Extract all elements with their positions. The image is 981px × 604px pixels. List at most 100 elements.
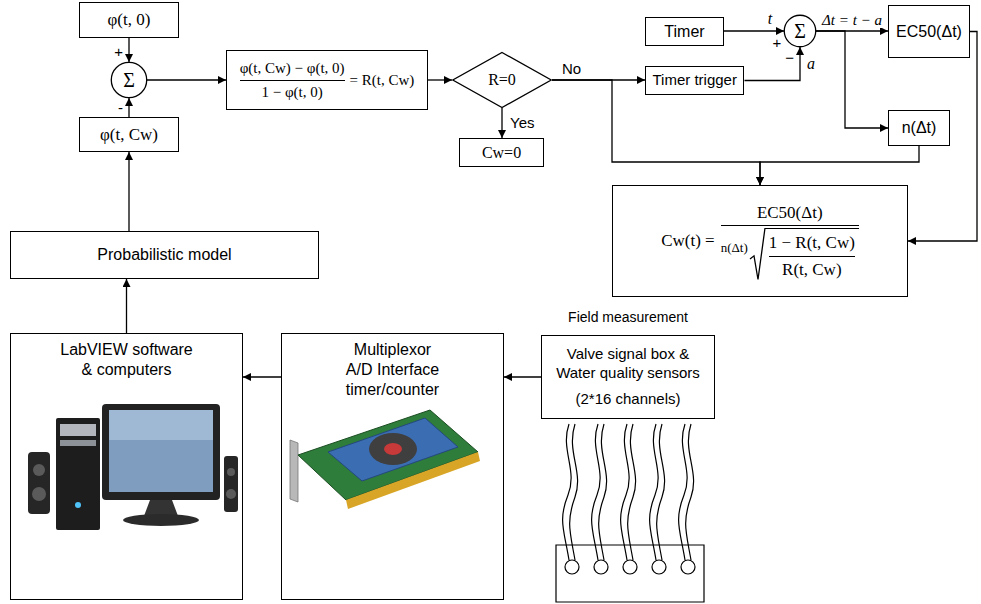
node-text: Timer bbox=[664, 22, 704, 42]
connector-arrow bbox=[128, 98, 129, 117]
monitor-base bbox=[123, 514, 199, 526]
diamond-shape bbox=[453, 52, 551, 107]
trigger-box: Timer trigger bbox=[645, 66, 744, 95]
heat-sink bbox=[328, 418, 458, 481]
connector-arrow bbox=[128, 38, 129, 62]
signal-box: φ(t, Cw) bbox=[79, 117, 179, 152]
computer-tower bbox=[56, 418, 100, 530]
node-text: EC50(Δt) bbox=[896, 22, 962, 42]
fraction-bar bbox=[721, 225, 859, 226]
sensor-probe bbox=[621, 424, 637, 574]
probe-wire bbox=[592, 424, 601, 560]
node-text: (2*16 channels) bbox=[575, 390, 680, 409]
annotation-label: − bbox=[783, 50, 796, 67]
signal-box: φ(t, 0) bbox=[79, 2, 179, 38]
computer-illustration bbox=[28, 404, 238, 530]
drive-bay bbox=[60, 424, 96, 436]
formula-box: Cw(t) =EC50(Δt)n(Δt)1 − R(t, Cw)R(t, Cw) bbox=[612, 185, 908, 297]
circle-shape bbox=[111, 62, 146, 97]
probe-wire bbox=[686, 424, 694, 560]
monitor-bezel bbox=[102, 404, 220, 500]
radical-sign bbox=[750, 228, 765, 280]
node-text: Probabilistic model bbox=[97, 245, 231, 265]
result-box: Cw=0 bbox=[459, 138, 544, 167]
probe-wire bbox=[621, 424, 630, 560]
annotation-label: + bbox=[112, 44, 125, 61]
sensor-probe bbox=[592, 424, 608, 574]
probe-wire bbox=[563, 424, 572, 560]
probe-wire bbox=[679, 424, 688, 560]
sensor-illustration bbox=[556, 424, 704, 602]
sensor-probe bbox=[563, 424, 579, 574]
probe-tip bbox=[565, 560, 579, 574]
annotation-label: + bbox=[771, 35, 784, 52]
circle-shape bbox=[784, 15, 815, 46]
annotation-label: - bbox=[116, 100, 125, 117]
speaker-cone bbox=[226, 489, 236, 499]
function-box: n(Δt) bbox=[888, 110, 950, 146]
radical-stroke bbox=[750, 228, 765, 280]
summing-junction: Σ bbox=[111, 62, 147, 98]
connector-arrow bbox=[504, 376, 541, 377]
sensor-probe bbox=[679, 424, 695, 574]
model-box: Probabilistic model bbox=[10, 231, 319, 279]
hardware-box: Valve signal box & Water quality sensors… bbox=[541, 335, 715, 419]
power-light bbox=[75, 502, 81, 508]
connector-arrow bbox=[744, 47, 800, 81]
probe-tip bbox=[623, 560, 637, 574]
edge-label: No bbox=[560, 61, 583, 78]
edge-label: Yes bbox=[508, 115, 536, 132]
timer-box: Timer bbox=[645, 17, 724, 46]
connector-arrow bbox=[128, 152, 129, 231]
node-text: Timer trigger bbox=[653, 71, 737, 90]
decision-diamond: R=0 bbox=[452, 52, 552, 108]
node-text: R(t, Cw) bbox=[782, 259, 842, 280]
speaker-cone bbox=[227, 468, 235, 476]
screen-glare bbox=[109, 410, 213, 440]
connector-arrow bbox=[816, 31, 888, 128]
speaker-cone bbox=[33, 464, 45, 476]
speaker bbox=[28, 452, 50, 514]
node-text: Multiplexor A/D Interface timer/counter bbox=[343, 340, 443, 400]
drive-bay bbox=[60, 440, 96, 446]
node-text: φ(t, Cw) bbox=[100, 124, 158, 145]
cooling-fan bbox=[369, 433, 417, 465]
edge-label: t bbox=[766, 10, 774, 28]
connector-arrow bbox=[126, 279, 127, 333]
fan-hub bbox=[384, 443, 402, 455]
interface-card-illustration bbox=[290, 410, 480, 509]
node-text: Σ bbox=[123, 70, 135, 90]
node-text: n(Δt) bbox=[721, 240, 748, 256]
connector-arrow bbox=[147, 79, 226, 80]
node-text: Cw(t) = bbox=[661, 230, 715, 251]
node-text: R=0 bbox=[488, 70, 516, 90]
water-tank bbox=[556, 545, 704, 602]
probe-tip bbox=[652, 560, 666, 574]
probe-wire bbox=[599, 424, 607, 560]
fraction-bar bbox=[769, 256, 855, 257]
node-text: φ(t, 0) bbox=[108, 9, 151, 30]
hardware-box: Multiplexor A/D Interface timer/counter bbox=[281, 333, 504, 600]
node-text: = R(t, Cw) bbox=[350, 71, 415, 90]
probe-wire bbox=[570, 424, 578, 560]
edge-label: a bbox=[805, 55, 817, 73]
node-text: φ(t, Cw) − φ(t, 0) bbox=[240, 59, 345, 78]
node-text: Cw=0 bbox=[482, 143, 521, 163]
card-bracket bbox=[290, 440, 298, 502]
node-text: LabVIEW software & computers bbox=[57, 340, 197, 380]
speaker-cone bbox=[32, 487, 46, 501]
node-text: 1 − φ(t, 0) bbox=[262, 83, 323, 102]
node-text: EC50(Δt) bbox=[757, 202, 823, 223]
sensor-probe bbox=[650, 424, 666, 574]
speaker bbox=[224, 456, 238, 512]
annotation-label: Field measurement bbox=[566, 310, 690, 325]
connector-arrow bbox=[501, 108, 502, 138]
monitor-stand bbox=[144, 500, 178, 516]
connector-arrow bbox=[760, 146, 919, 185]
probe-wire bbox=[657, 424, 665, 560]
function-box: EC50(Δt) bbox=[888, 5, 970, 58]
node-text: Σ bbox=[794, 21, 806, 41]
fraction-bar bbox=[240, 80, 345, 81]
monitor-screen bbox=[109, 410, 213, 492]
